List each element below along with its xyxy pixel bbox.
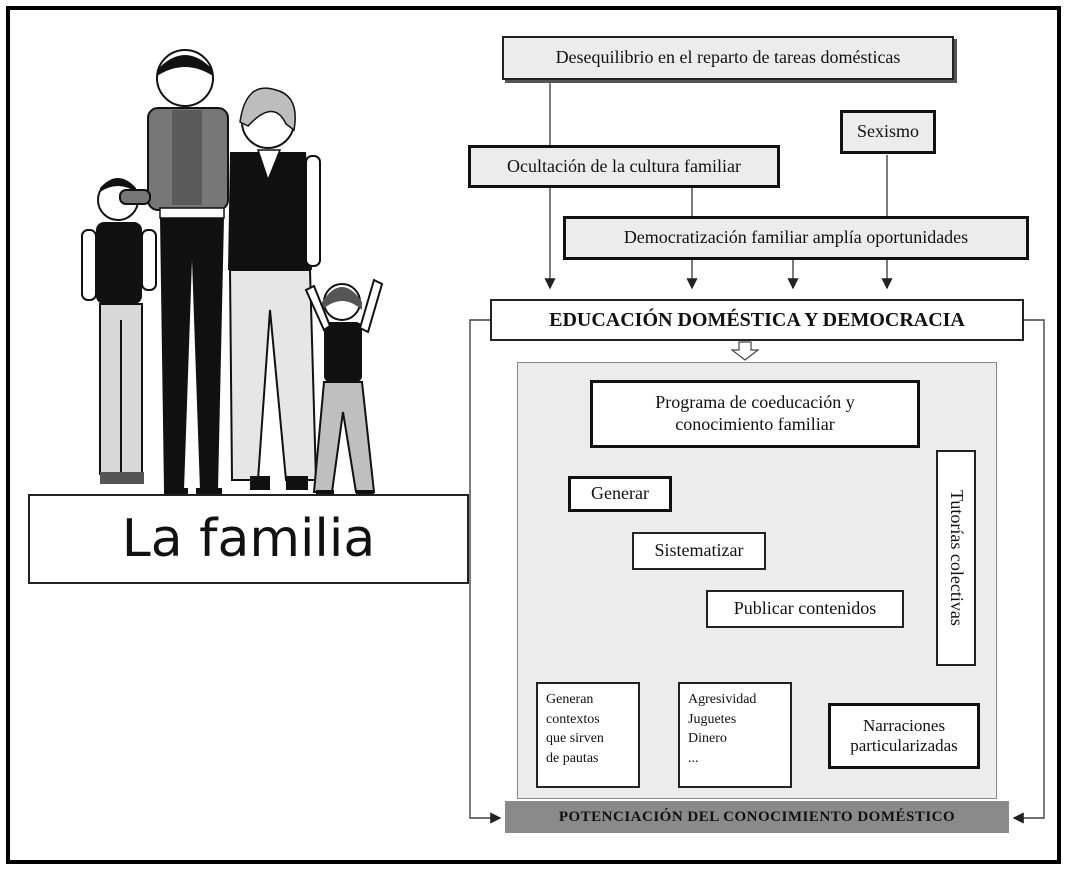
topics-box: Agresividad Juguetes Dinero ... bbox=[678, 682, 792, 788]
hidden-culture-text: Ocultación de la cultura familiar bbox=[507, 155, 741, 176]
family-caption-box: La familia bbox=[28, 494, 469, 584]
action-sistematizar-box: Sistematizar bbox=[632, 532, 766, 570]
topic-dinero: Dinero bbox=[688, 731, 727, 747]
action-generar-box: Generar bbox=[568, 476, 672, 512]
bottom-bar-text: POTENCIACIÓN DEL CONOCIMIENTO DOMÉSTICO bbox=[558, 809, 956, 825]
action-publicar-box: Publicar contenidos bbox=[706, 590, 904, 628]
action-sistematizar: Sistematizar bbox=[654, 540, 744, 561]
narraciones-box: Narraciones particularizadas bbox=[828, 703, 980, 769]
program-box: Programa de coeducación y conocimiento f… bbox=[590, 380, 920, 448]
central-title-box: EDUCACIÓN DOMÉSTICA Y DEMOCRACIA bbox=[490, 299, 1024, 341]
contexts-line-2: contextos bbox=[546, 711, 600, 727]
topic-ellipsis: ... bbox=[688, 750, 699, 766]
sexism-text: Sexismo bbox=[856, 121, 919, 142]
imbalance-text: Desequilibrio en el reparto de tareas do… bbox=[555, 47, 901, 68]
contexts-line-4: de pautas bbox=[546, 750, 599, 766]
contexts-line-3: que sirven bbox=[546, 731, 604, 747]
contexts-line-1: Generan bbox=[546, 692, 594, 707]
imbalance-box: Desequilibrio en el reparto de tareas do… bbox=[502, 36, 954, 80]
bottom-bar: POTENCIACIÓN DEL CONOCIMIENTO DOMÉSTICO bbox=[505, 801, 1009, 833]
family-illustration bbox=[81, 49, 384, 500]
democratization-box: Democratización familiar amplía oportuni… bbox=[563, 216, 1029, 260]
father-figure bbox=[119, 49, 229, 500]
family-caption: La familia bbox=[121, 508, 376, 569]
central-title: EDUCACIÓN DOMÉSTICA Y DEMOCRACIA bbox=[549, 309, 965, 331]
democratization-text: Democratización familiar amplía oportuni… bbox=[623, 227, 969, 248]
tutorias-box: Tutorías colectivas bbox=[936, 450, 976, 666]
topic-agresividad: Agresividad bbox=[688, 692, 757, 707]
contexts-box: Generan contextos que sirven de pautas bbox=[536, 682, 640, 788]
action-publicar: Publicar contenidos bbox=[733, 598, 877, 619]
program-text: Programa de coeducación y conocimiento f… bbox=[655, 392, 855, 434]
hidden-culture-box: Ocultación de la cultura familiar bbox=[468, 145, 780, 188]
hollow-down-arrow bbox=[730, 341, 760, 361]
sexism-box: Sexismo bbox=[840, 110, 936, 154]
narraciones-text: Narraciones particularizadas bbox=[850, 715, 958, 755]
girl-figure bbox=[304, 278, 384, 500]
action-generar: Generar bbox=[591, 483, 649, 504]
topic-juguetes: Juguetes bbox=[688, 711, 737, 727]
mother-figure bbox=[228, 87, 321, 490]
tutorias-text: Tutorías colectivas bbox=[946, 490, 967, 626]
